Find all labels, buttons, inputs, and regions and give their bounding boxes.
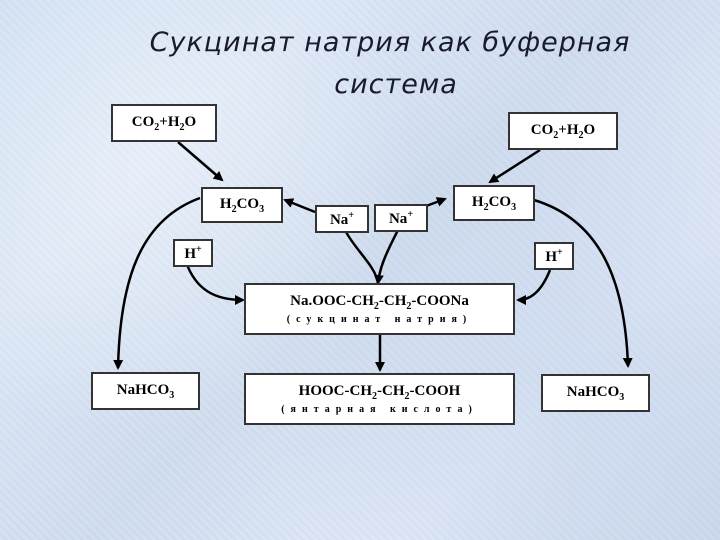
h-ion-left-box: H+ (173, 239, 213, 267)
slide-title-line2: система (334, 69, 458, 100)
sodium-succinate-box: Na.OOC-CH2-CH2-COONa (сукцинат натрия) (244, 283, 515, 335)
arrow-h2co3-to-na-left (283, 198, 316, 214)
co2-h2o-left-box: CO2+H2O (111, 104, 217, 142)
na-ion-left-box: Na+ (315, 205, 369, 233)
arrow-h2co3-right-to-nahco3 (533, 198, 633, 368)
arrow-na-left-merge (343, 229, 380, 284)
h2co3-right-box: H2CO3 (453, 185, 535, 221)
h2co3-left-box: H2CO3 (201, 187, 283, 223)
arrow-h2co3-left-to-nahco3 (113, 196, 201, 370)
sodium-succinate-caption: (сукцинат натрия) (286, 314, 473, 325)
arrow-h-left-to-succinate (184, 261, 245, 305)
arrow-co2-left-to-h2co3 (177, 141, 224, 182)
arrow-h-right-to-succinate (516, 269, 552, 305)
nahco3-left-box: NaHCO3 (91, 372, 200, 410)
arrow-co2-right-to-h2co3 (488, 148, 541, 184)
arrow-na-right-merge (373, 229, 400, 285)
slide-title-line1: Сукцинат натрия как буферная (149, 27, 631, 58)
co2-h2o-right-box: CO2+H2O (508, 112, 618, 150)
succinic-acid-box: HOOC-CH2-CH2-COOH (янтарная кислота) (244, 373, 515, 425)
na-ion-right-box: Na+ (374, 204, 428, 232)
h-ion-right-box: H+ (534, 242, 574, 270)
succinic-acid-caption: (янтарная кислота) (281, 404, 478, 415)
nahco3-right-box: NaHCO3 (541, 374, 650, 412)
